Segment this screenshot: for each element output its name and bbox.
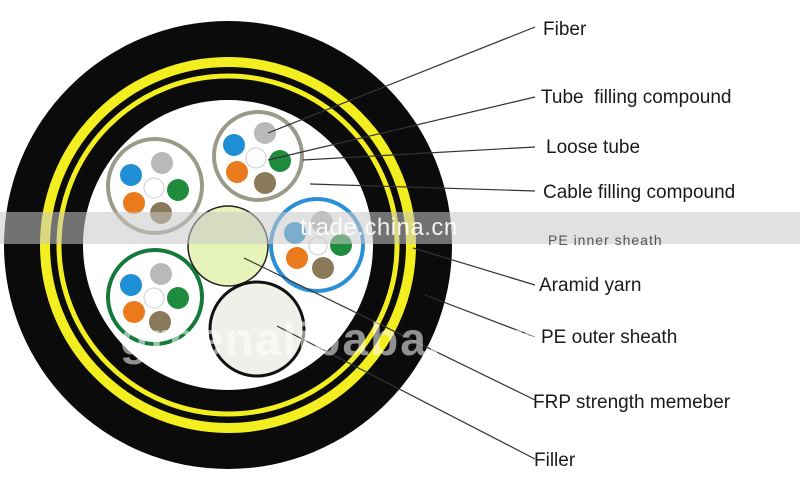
fiber-green	[167, 179, 189, 201]
leader-loose-tube	[302, 146, 536, 161]
aramid-yarn-ring-inner	[56, 73, 400, 417]
label-tube-filling-compound: Tube filling compound	[541, 87, 731, 108]
fiber-green	[167, 287, 189, 309]
fiber-orange	[286, 247, 308, 269]
label-aramid-yarn: Aramid yarn	[539, 275, 641, 296]
leader-frp	[243, 257, 536, 401]
fiber-orange	[123, 301, 145, 323]
loose-tube-lower-left	[106, 248, 204, 346]
fiber-white	[143, 287, 165, 309]
leader-filler	[276, 325, 536, 460]
leader-cable-filling	[309, 183, 536, 192]
leader-tube-filling	[267, 96, 536, 161]
fiber-white	[143, 177, 165, 199]
label-filler: Filler	[534, 450, 576, 471]
fiber-brown	[254, 172, 276, 194]
label-fiber: Fiber	[543, 19, 587, 40]
filler	[208, 280, 306, 378]
fiber-orange	[226, 161, 248, 183]
leader-aramid-yarn	[412, 247, 536, 286]
label-pe-outer-sheath: PE outer sheath	[541, 327, 677, 348]
fiber-grey	[151, 152, 173, 174]
fiber-brown	[149, 311, 171, 333]
fiber-blue	[120, 164, 142, 186]
label-cable-filling-compound: Cable filling compound	[543, 182, 735, 203]
fiber-orange	[123, 192, 145, 214]
fiber-grey	[254, 122, 276, 144]
label-frp-strength-member: FRP strength memeber	[533, 392, 731, 413]
fiber-blue	[223, 134, 245, 156]
leader-lines	[243, 26, 536, 460]
fiber-white	[245, 147, 267, 169]
fiber-green	[269, 150, 291, 172]
fiber-blue	[120, 274, 142, 296]
aramid-yarn-ring	[40, 57, 416, 433]
leader-fiber	[267, 26, 536, 134]
fiber-grey	[150, 263, 172, 285]
loose-tube-top	[212, 110, 304, 202]
watermark-band	[0, 212, 800, 244]
leader-pe-outer-sheath	[424, 294, 536, 338]
label-loose-tube: Loose tube	[546, 137, 640, 158]
fiber-brown	[312, 257, 334, 279]
